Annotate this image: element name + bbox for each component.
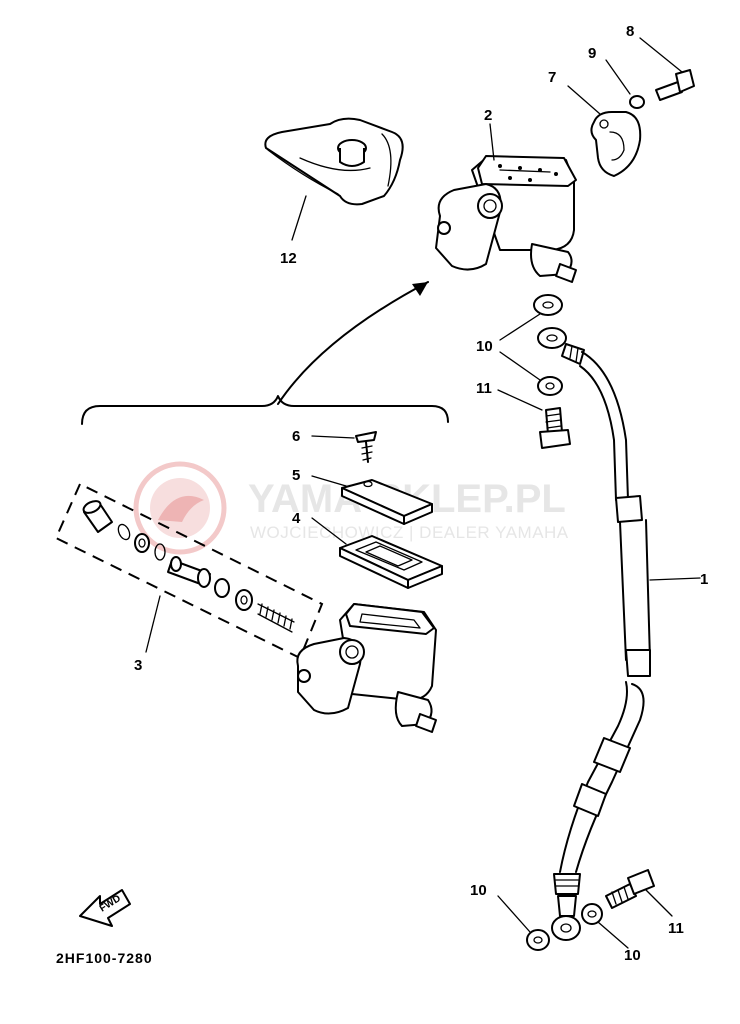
callout-1: 1 [700,571,708,588]
callout-9: 9 [588,45,596,62]
callout-12: 12 [280,250,297,267]
leader-6 [311,435,355,439]
fwd-arrow-icon: FWD [79,889,131,927]
leader-1 [649,577,701,581]
group-bracket [81,395,449,425]
drawing-code: 2HF100-7280 [56,950,153,966]
leader-4 [311,517,347,545]
leader-8 [639,37,683,73]
leader-2 [489,123,495,161]
watermark: YAMA-SKLEP.PL WOJCIECHOWICZ | DEALER YAM… [133,461,569,555]
cylinder-body-part [296,603,437,733]
leader-10a [499,313,541,341]
callout-6: 6 [292,428,300,445]
leader-5 [311,475,347,487]
callout-10-upper: 10 [476,338,493,355]
leader-3 [145,595,161,653]
washer-10-lower-left-part [526,929,550,951]
callout-2: 2 [484,107,492,124]
arrow-head-icon [412,282,428,296]
callout-3: 3 [134,657,142,674]
washer-9-part [629,95,645,109]
watermark-subtitle: WOJCIECHOWICZ | DEALER YAMAHA [250,523,569,542]
screw-6-part [355,431,377,463]
callout-11-upper: 11 [476,380,492,397]
leader-9 [605,59,631,95]
reservoir-cap-part [341,479,433,525]
assembly-arrow [277,281,429,405]
washer-10-lower-right-part [581,903,603,925]
callout-4: 4 [292,510,301,527]
callout-5: 5 [292,467,300,484]
brake-hose-part [537,327,651,941]
diaphragm-part [339,535,443,589]
union-bolt-lower-part [605,869,655,909]
leader-10b [499,351,541,381]
leader-10-lower-right [597,921,629,949]
callout-10-lower-left: 10 [470,882,487,899]
leader-11-upper [497,389,543,411]
leader-12 [291,195,307,241]
callout-10-lower-right: 10 [624,947,641,964]
washer-10-mid-part [537,376,563,396]
holder-clamp-part [590,111,642,177]
callout-7: 7 [548,69,556,86]
union-bolt-upper-part [539,407,571,449]
callout-8: 8 [626,23,634,40]
leader-7 [567,85,601,115]
bolt-8-part [655,69,695,101]
master-cylinder-part [435,155,577,283]
leader-11-lower [645,889,673,917]
piston-kit-part [82,500,295,633]
callout-11-lower: 11 [668,920,684,937]
washer-10-upper-part [533,294,563,316]
watermark-logo-icon [133,461,227,555]
lever-boot-part [264,117,404,206]
leader-10-lower-left [497,895,531,933]
